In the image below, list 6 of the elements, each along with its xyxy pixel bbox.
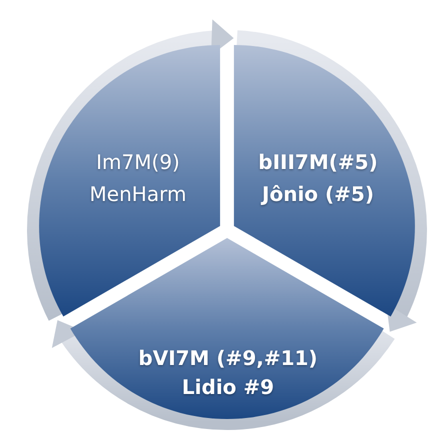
- segment-label: bVI7M (#9,#11): [138, 346, 318, 370]
- segment-label: MenHarm: [90, 182, 186, 206]
- segment-label: Im7M(9): [96, 150, 180, 174]
- segment-label: bIII7M(#5): [258, 150, 378, 174]
- segment-label: Jônio (#5): [262, 182, 374, 206]
- segment-label: Lidio #9: [182, 375, 274, 399]
